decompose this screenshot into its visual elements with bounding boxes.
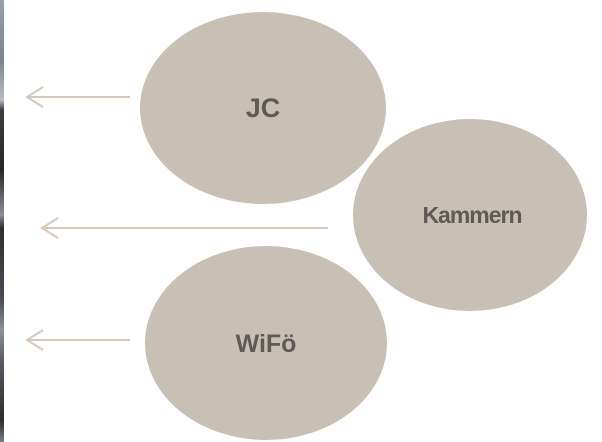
- bubble-wifo-label: WiFö: [236, 330, 297, 358]
- arrow-wifo: [25, 329, 130, 351]
- arrow-kammern: [40, 217, 328, 239]
- bubble-jc-label: JC: [246, 93, 281, 123]
- left-edge-image-strip: [0, 0, 4, 442]
- bubble-kammern: Kammern: [351, 117, 589, 313]
- bubble-kammern-label: Kammern: [422, 202, 521, 228]
- bubble-jc: JC: [138, 10, 388, 206]
- arrow-jc: [25, 86, 130, 108]
- bubble-wifo: WiFö: [143, 244, 389, 442]
